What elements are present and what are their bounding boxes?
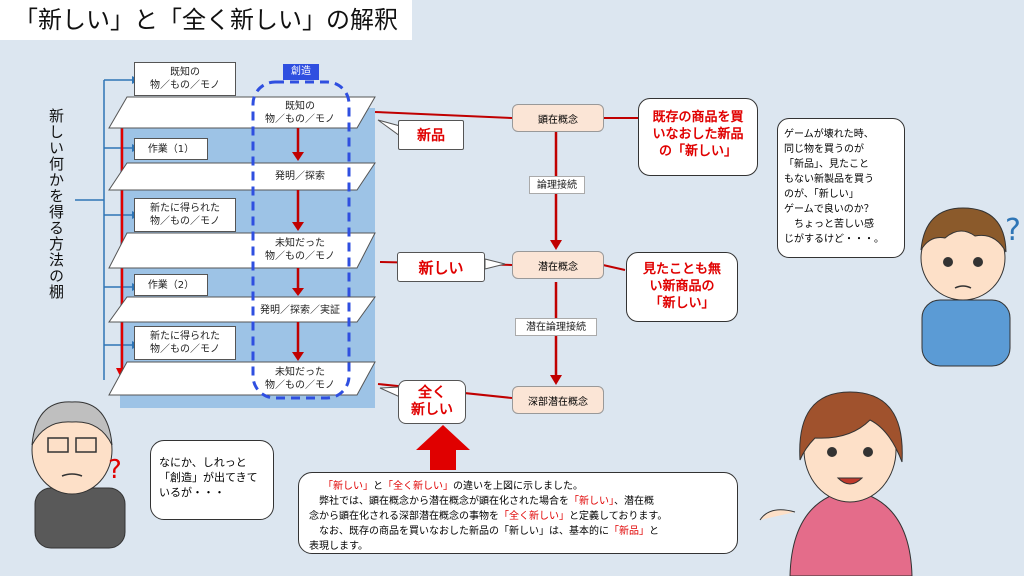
expl-text: の違いを上図に示しました。	[453, 481, 583, 492]
creation-label: 創造	[283, 64, 319, 80]
expl-atarashii: 「新しい」	[323, 481, 373, 492]
method-shelf-label: 新しい何かを得る方法の棚	[47, 108, 65, 300]
mattaku-pointer	[379, 386, 401, 398]
big-up-arrow	[416, 425, 470, 470]
shelf-5	[108, 361, 376, 396]
concept-senzai: 潜在概念	[512, 251, 604, 279]
shelf-1	[108, 96, 376, 129]
note-existing: 既存の商品を買 いなおした新品 の「新しい」	[638, 98, 758, 176]
callout-mattaku: 全く 新しい	[398, 380, 466, 424]
expl-text: と定義しております。	[569, 511, 668, 522]
tab-work2: 作業（2）	[134, 274, 208, 296]
expl-text: と	[373, 481, 383, 492]
link-ronri: 論理接続	[529, 176, 585, 194]
tab-new1: 新たに得られた 物／もの／モノ	[134, 198, 236, 232]
shelf-1-label: 既知の 物／もの／モノ	[265, 101, 335, 125]
note-never-seen: 見たことも無 い新商品の 「新しい」	[626, 252, 738, 322]
concept-kenzai: 顕在概念	[512, 104, 604, 132]
shelf-2	[108, 162, 376, 191]
expl-mattaku: 「全く新しい」	[499, 511, 569, 522]
expl-atarashii: 「新しい」	[569, 496, 614, 507]
callout-atarashii: 新しい	[397, 252, 485, 282]
shelf-3-label: 未知だった 物／もの／モノ	[265, 238, 335, 262]
shinpin-pointer	[377, 119, 401, 137]
tab-new2: 新たに得られた 物／もの／モノ	[134, 326, 236, 360]
explanation-box: 「新しい」と「全く新しい」の違いを上図に示しました。 弊社では、顕在概念から潜在…	[298, 472, 738, 554]
page-title: 「新しい」と「全く新しい」の解釈	[0, 0, 412, 40]
left-bracket	[75, 79, 132, 380]
boy-speech-bubble: ゲームが壊れた時、 同じ物を買うのが 「新品」、見たこと もない新製品を買う の…	[777, 118, 905, 258]
expl-text: 念から顕在化される深部潜在概念の事物を	[309, 511, 499, 522]
expl-text: 弊社では、顕在概念から潜在概念が顕在化された場合を	[309, 496, 569, 507]
atarashii-pointer	[484, 258, 506, 270]
expl-mattaku: 「全く新しい」	[383, 481, 453, 492]
shelf-4-label: 発明／探索／実証	[260, 305, 340, 316]
tab-known: 既知の 物／もの／モノ	[134, 62, 236, 96]
shelf-2-label: 発明／探索	[275, 171, 325, 182]
expl-text: 、潜在概	[614, 496, 654, 507]
link-senzai-ronri: 潜在論理接続	[515, 318, 597, 336]
expl-text: と	[649, 526, 659, 537]
expl-shinpin: 「新品」	[609, 526, 649, 537]
shelf-4	[108, 296, 376, 323]
concept-shinbu: 深部潜在概念	[512, 386, 604, 414]
callout-shinpin: 新品	[398, 120, 464, 150]
tab-work1: 作業（1）	[134, 138, 208, 160]
expl-text: 表現します。	[309, 541, 368, 552]
shelf-5-label: 未知だった 物／もの／モノ	[265, 367, 335, 391]
shelf-3	[108, 232, 376, 269]
elder-speech-bubble: なにか、しれっと 「創造」が出てきて いるが・・・	[150, 440, 274, 520]
expl-text: なお、既存の商品を買いなおした新品の「新しい」は、基本的に	[309, 526, 609, 537]
creation-dashed-frame	[251, 80, 351, 400]
